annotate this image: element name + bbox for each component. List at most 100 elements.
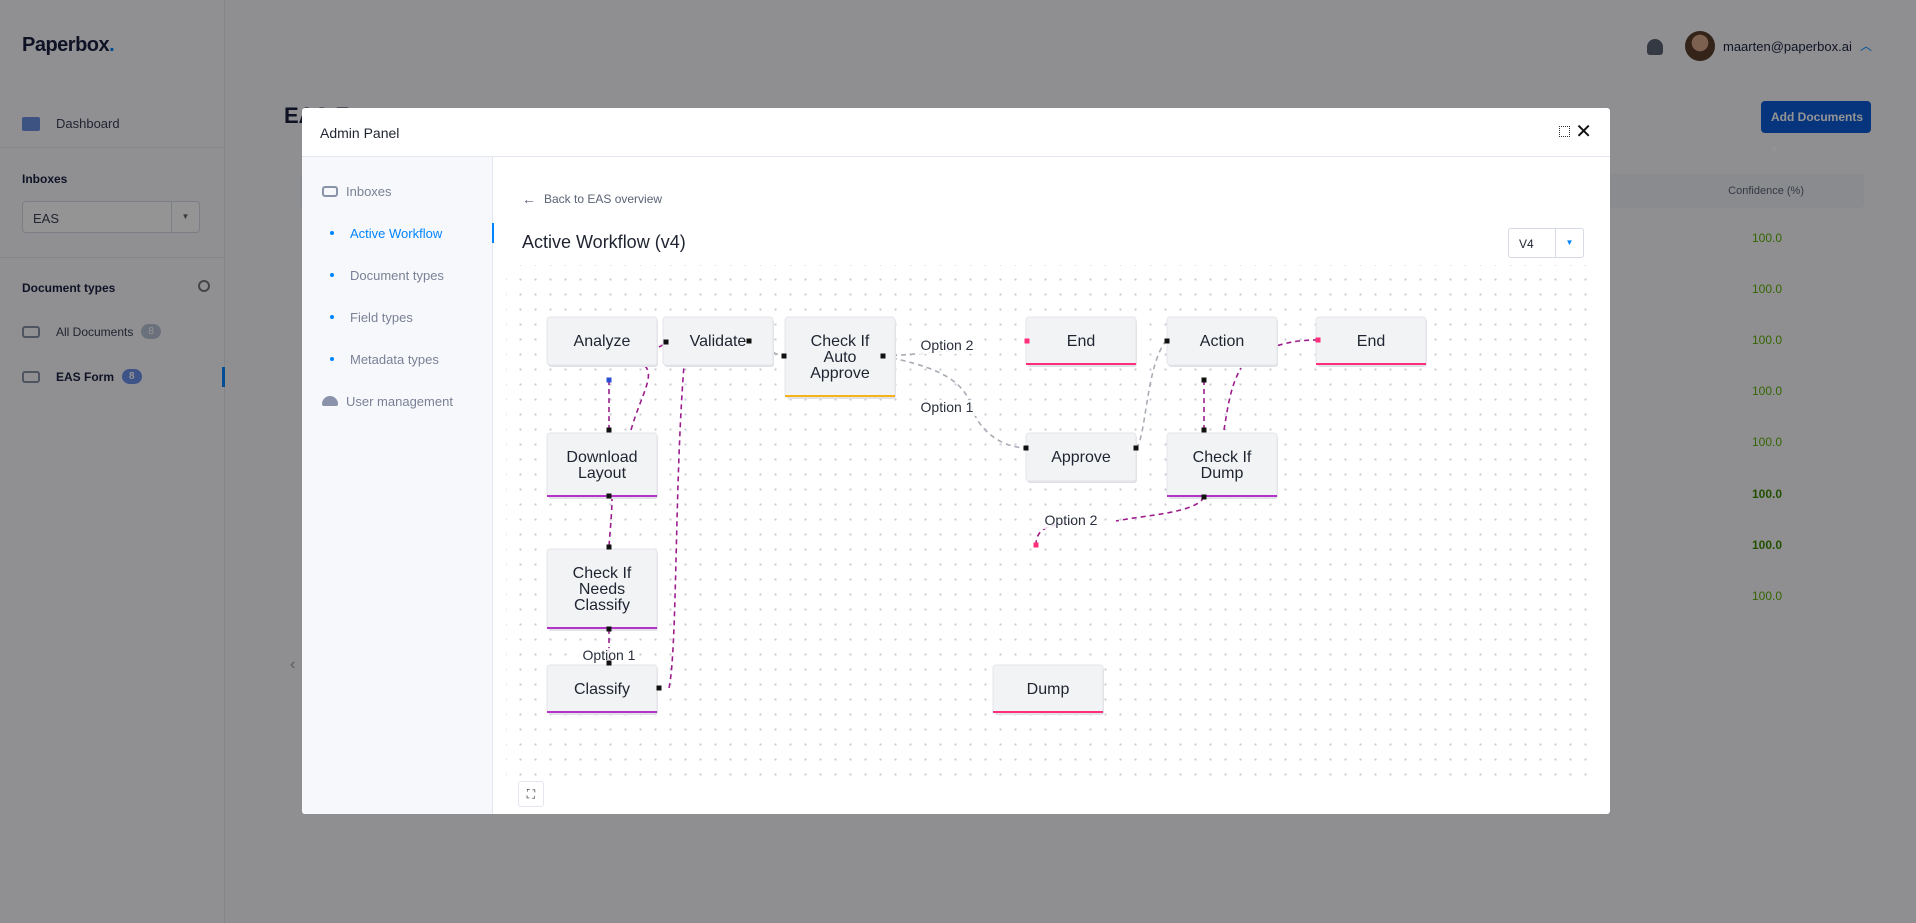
doctype-item-eas-form[interactable]: EAS Form 8 — [22, 369, 142, 384]
node-label: Validate — [690, 333, 747, 350]
node-accent — [1316, 363, 1426, 365]
workflow-node-dump[interactable]: Dump — [992, 664, 1104, 715]
inbox-tray-icon — [22, 325, 40, 338]
back-link[interactable]: ← Back to EAS overview — [522, 191, 662, 207]
workflow-node-validate[interactable]: Validate — [662, 316, 774, 367]
node-label: Analyze — [574, 333, 631, 350]
workflow-node-classify[interactable]: Classify — [546, 664, 658, 715]
node-accent — [785, 395, 895, 397]
workflow-node-action[interactable]: Action — [1166, 316, 1278, 367]
admin-nav-document-types[interactable]: Document types — [322, 265, 493, 285]
edge-label-bg — [579, 648, 639, 664]
node-handle[interactable] — [1023, 445, 1029, 451]
workflow-node-approve[interactable]: Approve — [1025, 432, 1137, 483]
arrow-left-icon: ← — [522, 191, 536, 207]
avatar[interactable] — [1685, 31, 1715, 61]
node-label: Check If — [1193, 449, 1252, 466]
edge-label-bg — [1041, 513, 1101, 529]
dashboard-icon — [22, 116, 40, 131]
close-icon[interactable]: ✕ — [1575, 121, 1592, 143]
bell-icon[interactable] — [1647, 39, 1663, 55]
node-label: Dump — [1201, 465, 1244, 482]
node-handle[interactable] — [606, 660, 612, 666]
node-handle[interactable] — [606, 427, 612, 433]
inbox-tray-icon — [22, 370, 40, 383]
node-accent — [547, 495, 657, 497]
node-label: Classify — [574, 681, 630, 698]
node-handle[interactable] — [663, 339, 669, 345]
search-icon[interactable] — [198, 280, 210, 292]
node-handle[interactable] — [606, 626, 612, 632]
node-label: Check If — [811, 333, 870, 350]
node-label: Layout — [578, 465, 627, 482]
workflow-content: ← Back to EAS overview Active Workflow (… — [494, 157, 1610, 814]
confidence-value: 100.0 — [1752, 435, 1783, 449]
node-handle[interactable] — [656, 685, 662, 691]
paperbox-logo[interactable]: Paperbox. — [22, 34, 115, 56]
node-handle[interactable] — [1033, 542, 1039, 548]
node-handle[interactable] — [1164, 338, 1170, 344]
node-handle[interactable] — [781, 353, 787, 359]
divider — [0, 147, 225, 148]
workflow-edge — [970, 404, 1027, 449]
confidence-value: 100.0 — [1752, 538, 1783, 552]
add-documents-button[interactable]: Add Documents + — [1761, 101, 1871, 156]
nav-label: User management — [346, 393, 453, 409]
node-handle[interactable] — [1024, 338, 1030, 344]
user-email[interactable]: maarten@paperbox.ai — [1723, 39, 1852, 54]
node-accent — [547, 711, 657, 713]
bullet-icon — [330, 273, 334, 277]
doctype-item-all-documents[interactable]: All Documents 8 — [22, 324, 161, 339]
workflow-edge — [1135, 340, 1167, 449]
node-handle[interactable] — [880, 353, 886, 359]
node-label: End — [1067, 333, 1095, 350]
node-label: Auto — [824, 349, 857, 366]
edge-label: Option 1 — [583, 647, 636, 663]
admin-nav-active-workflow[interactable]: Active Workflow — [322, 223, 494, 243]
plus-icon: + — [1771, 142, 1779, 156]
count-badge: 8 — [122, 369, 142, 384]
node-handle[interactable] — [746, 338, 752, 344]
admin-nav-user-management[interactable]: User management — [322, 391, 493, 411]
inboxes-label: Inboxes — [22, 172, 68, 186]
chevron-down-icon: ▼ — [171, 202, 199, 232]
node-handle[interactable] — [606, 377, 612, 383]
node-box — [1025, 432, 1137, 482]
workflow-node-analyze[interactable]: Analyze — [546, 316, 658, 367]
node-box — [546, 316, 658, 366]
node-handle[interactable] — [1133, 445, 1139, 451]
node-handle[interactable] — [1201, 494, 1207, 500]
admin-nav: Inboxes Active Workflow Document types F… — [302, 157, 494, 814]
chevron-up-icon[interactable]: ︿ — [1860, 39, 1873, 53]
app-sidebar: Paperbox. Dashboard Inboxes EAS ▼ Docume… — [0, 0, 225, 923]
admin-nav-field-types[interactable]: Field types — [322, 307, 493, 327]
workflow-edge — [1115, 496, 1205, 522]
workflow-node-end-2[interactable]: End — [1315, 316, 1427, 367]
version-value: V4 — [1519, 237, 1534, 251]
chevron-left-icon[interactable]: ‹ — [290, 656, 296, 673]
node-handle[interactable] — [1201, 427, 1207, 433]
inbox-select[interactable]: EAS ▼ — [22, 201, 200, 233]
admin-nav-metadata-types[interactable]: Metadata types — [322, 349, 493, 369]
node-handle[interactable] — [1201, 377, 1207, 383]
confidence-value: 100.0 — [1752, 333, 1783, 347]
sidebar-item-dashboard[interactable]: Dashboard — [22, 116, 120, 131]
fit-view-button[interactable]: ⛶ — [518, 781, 544, 807]
expand-icon[interactable] — [1559, 126, 1570, 137]
workflow-node-end-1[interactable]: End — [1025, 316, 1137, 367]
node-label: Approve — [810, 365, 870, 382]
node-handle[interactable] — [606, 544, 612, 550]
node-handle[interactable] — [606, 493, 612, 499]
version-select[interactable]: V4 ▼ — [1508, 228, 1584, 258]
bullet-icon — [330, 231, 334, 235]
confidence-value: 100.0 — [1752, 282, 1783, 296]
admin-nav-inboxes[interactable]: Inboxes — [322, 181, 493, 201]
inbox-tray-icon — [322, 185, 338, 197]
node-handle[interactable] — [1315, 337, 1321, 343]
